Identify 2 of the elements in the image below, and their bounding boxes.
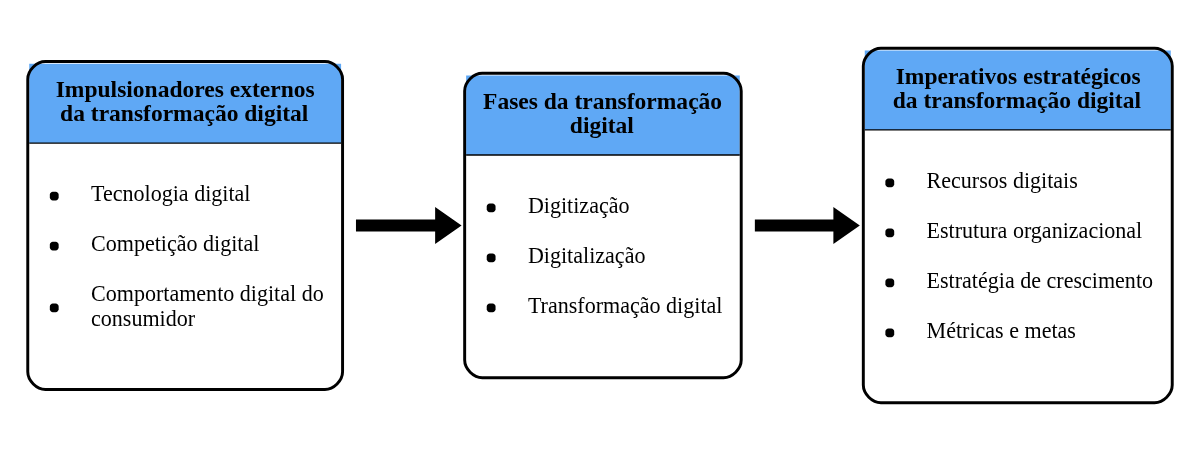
arrow (754, 206, 860, 244)
arrow (355, 206, 462, 244)
